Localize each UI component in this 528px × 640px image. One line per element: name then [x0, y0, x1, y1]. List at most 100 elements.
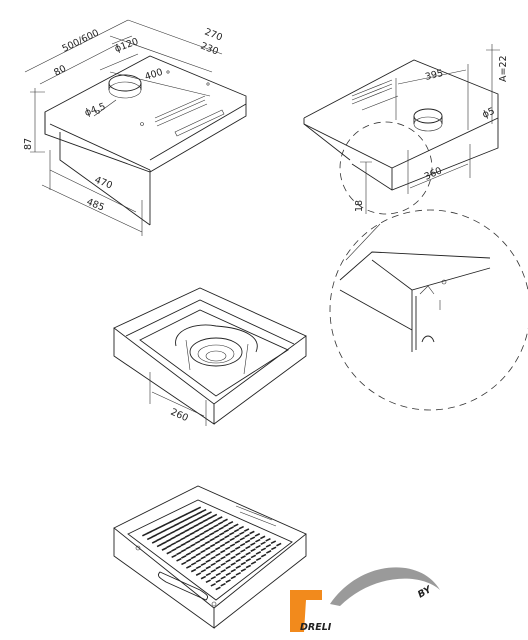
filter-slot	[170, 541, 177, 546]
filter-slot	[217, 521, 224, 525]
filter-slot	[202, 518, 208, 523]
filter-slot	[235, 546, 241, 550]
filter-slot	[255, 557, 262, 562]
logo-swoosh	[330, 567, 440, 606]
filter-slot	[220, 555, 226, 560]
filter-slot	[250, 554, 257, 559]
filter-slot	[184, 528, 190, 533]
dim-87: 87	[23, 138, 34, 150]
filter-slot	[178, 520, 184, 525]
filter-slot	[205, 572, 212, 577]
filter-slot	[215, 579, 221, 584]
filter-slot	[220, 569, 226, 573]
filter-slot	[201, 508, 207, 513]
filter-slot	[266, 550, 272, 554]
filter-slot	[243, 528, 250, 532]
filter-slot	[255, 551, 262, 555]
filter-slot	[214, 534, 220, 539]
filter-slot	[207, 516, 213, 520]
filter-slot	[160, 535, 167, 539]
filter-slot	[200, 575, 207, 580]
filter-slot	[151, 540, 158, 544]
filter-slot	[174, 522, 180, 527]
filter-slot	[233, 528, 240, 533]
filter-slot	[225, 546, 231, 551]
filter-slot	[198, 521, 204, 525]
filter-slot	[222, 518, 228, 523]
filter-slot	[175, 545, 182, 550]
filter-slot	[200, 555, 206, 560]
filter-slot	[225, 572, 231, 576]
filter-slot	[195, 558, 202, 563]
filter-slot	[210, 569, 216, 573]
filter-slot	[230, 555, 236, 560]
filter-slot	[220, 562, 226, 567]
filter-slot	[207, 521, 214, 526]
filter-slot	[171, 554, 177, 559]
dim-120: ϕ120	[113, 36, 140, 55]
filter-slot	[208, 526, 214, 531]
filter-slot	[155, 531, 162, 536]
filter-slot	[225, 552, 231, 557]
filter-slot	[166, 544, 172, 549]
filter-slot	[184, 534, 191, 538]
filter-slot	[240, 561, 246, 566]
filter-slot	[181, 555, 187, 559]
filter-slot	[210, 582, 216, 587]
filter-slot	[209, 543, 216, 548]
dim-470: 470	[93, 175, 114, 192]
filter-slot	[195, 546, 201, 551]
filter-slot	[180, 536, 186, 541]
filter-slot	[250, 548, 256, 552]
filter-slot	[170, 536, 176, 540]
filter-slot	[265, 537, 271, 542]
filter-slot	[204, 540, 211, 545]
filter-slot	[230, 575, 236, 580]
filter-slot	[260, 541, 266, 546]
filter-slot	[235, 552, 241, 556]
filter-slot	[166, 550, 172, 555]
filter-slot	[210, 562, 216, 567]
filter-slot	[195, 552, 201, 557]
filter-slot	[205, 565, 211, 570]
filter-slot	[161, 541, 167, 545]
filter-slot	[271, 546, 277, 551]
dim-5: ϕ5	[481, 106, 497, 121]
filter-slot	[165, 538, 172, 543]
filter-slot	[225, 565, 231, 570]
filter-slot	[225, 579, 231, 583]
filter-slot	[235, 571, 241, 576]
filter-slot	[155, 526, 161, 530]
filter-slot	[210, 575, 216, 580]
vent-slots	[154, 95, 225, 137]
filter-slot	[210, 555, 216, 560]
logo-text: DRELI	[300, 622, 332, 633]
view-hood-dimensions: 500/600 270 230 ϕ120 80 400 ϕ4,5 87 470 …	[23, 19, 247, 236]
filter-slot	[176, 551, 182, 556]
filter-slot	[164, 521, 170, 526]
dim-width: 500/600	[60, 28, 100, 55]
filter-slot	[146, 536, 153, 541]
filter-slot	[195, 506, 202, 511]
filter-slot	[219, 537, 225, 542]
dim-400: 400	[144, 67, 165, 83]
filter-slot	[150, 528, 157, 533]
filter-slot	[200, 562, 207, 567]
filter-slot	[198, 526, 204, 531]
filter-slot	[249, 536, 256, 541]
filter-slot	[234, 534, 240, 539]
filter-slot	[238, 525, 244, 530]
filter-slot	[203, 529, 210, 533]
filter-slot	[189, 537, 196, 542]
filter-slot	[186, 565, 192, 569]
filter-slot	[224, 540, 230, 545]
filter-slot	[213, 523, 219, 528]
filter-slot	[190, 555, 197, 560]
filter-slot	[220, 575, 226, 580]
filter-slot	[196, 511, 202, 515]
filter-slot	[191, 508, 197, 513]
filter-slot	[183, 523, 190, 527]
filter-slot	[218, 526, 224, 531]
filter-slot	[254, 533, 261, 537]
filter-slot	[235, 558, 241, 563]
